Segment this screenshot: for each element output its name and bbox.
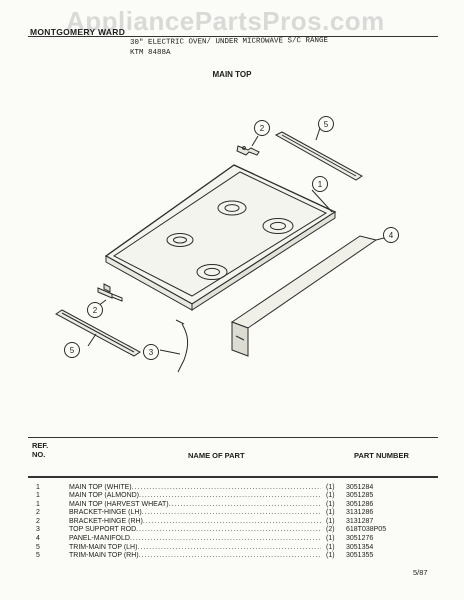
row-name: MAIN TOP (WHITE) <box>69 484 321 493</box>
row-part-number: 3051354 <box>346 543 374 551</box>
table-row: 3 TOP SUPPORT ROD(2) 618T038P05 <box>28 526 438 536</box>
manifold-panel-part <box>230 235 378 357</box>
row-name: TRIM-MAIN TOP (RH) <box>69 552 321 561</box>
callout-label-1: 1 <box>318 180 323 189</box>
table-header: REF. NO. NAME OF PART PART NUMBER <box>28 438 438 474</box>
section-title: MAIN TOP <box>212 70 252 79</box>
row-name: BRACKET-HINGE (LH) <box>69 509 321 518</box>
exploded-parts-diagram: 2 5 1 4 2 5 3 <box>55 116 399 373</box>
row-ref: 5 <box>36 552 40 560</box>
table-row: 1 MAIN TOP (ALMOND)(1) 3051285 <box>28 492 438 501</box>
callout-label-4: 4 <box>389 231 394 240</box>
page-number: 5/87 <box>413 568 428 577</box>
header-rule <box>28 36 438 37</box>
table-row: 2 BRACKET-HINGE (LH)(1) 3131286 <box>28 509 438 518</box>
callout-circle-2-left <box>87 302 103 318</box>
main-top-part <box>104 164 337 311</box>
table-row: 2 BRACKET-HINGE (RH)(1) 3131287 <box>28 517 438 527</box>
name-header: NAME OF PART <box>188 451 245 460</box>
table-row: 1 MAIN TOP (WHITE)(1) 3051284 <box>28 483 438 493</box>
table-row: 4 PANEL-MANIFOLD(1) 3051276 <box>28 535 438 544</box>
row-qty: (1) <box>324 552 335 561</box>
table-row: 5 TRIM-MAIN TOP (RH)(1) 3051355 <box>28 552 438 561</box>
row-name: TRIM-MAIN TOP (LH) <box>69 544 321 553</box>
row-qty: (1) <box>324 517 335 527</box>
table-header-rule <box>28 476 438 478</box>
callout-circle-2-top <box>254 120 270 136</box>
callout-label-2-left: 2 <box>93 306 98 315</box>
callout-circle-1 <box>312 176 328 192</box>
row-part-number: 3051284 <box>346 483 374 491</box>
row-qty: (1) <box>324 509 335 518</box>
row-ref: 3 <box>36 526 40 534</box>
callout-label-5-bottom: 5 <box>70 346 75 355</box>
part-number-header: PART NUMBER <box>354 451 409 460</box>
callout-circle-5-bottom <box>64 342 80 358</box>
row-name: PANEL-MANIFOLD <box>69 535 321 544</box>
watermark: AppliancePartsPros.com <box>66 6 385 36</box>
brand-header: MONTGOMERY WARD <box>30 27 126 37</box>
bottom-trim-part <box>55 309 141 357</box>
callout-label-3: 3 <box>149 348 154 357</box>
ref-header-line2: NO. <box>32 450 46 459</box>
row-ref: 2 <box>36 517 40 525</box>
row-ref: 5 <box>36 543 40 551</box>
row-name: MAIN TOP (HARVEST WHEAT) <box>69 501 321 510</box>
row-part-number: 618T038P05 <box>346 526 387 534</box>
table-row: 5 TRIM-MAIN TOP (LH)(1) 3051354 <box>28 543 438 553</box>
row-part-number: 3131286 <box>346 509 374 517</box>
row-name: MAIN TOP (ALMOND) <box>69 492 321 501</box>
row-ref: 4 <box>36 535 40 543</box>
row-qty: (1) <box>324 500 335 510</box>
row-ref: 1 <box>36 492 40 500</box>
model-number: KTM 8488A <box>130 49 171 57</box>
row-ref: 1 <box>36 500 40 508</box>
callout-circle-4 <box>383 227 399 243</box>
row-qty: (1) <box>324 492 335 501</box>
row-part-number: 3131287 <box>346 517 374 525</box>
top-bracket-part <box>236 145 260 156</box>
row-name: BRACKET-HINGE (RH) <box>69 518 321 527</box>
row-part-number: 3051285 <box>346 492 374 500</box>
table-top-rule <box>28 437 438 438</box>
row-qty: (1) <box>324 543 335 553</box>
support-rod-part <box>175 319 189 373</box>
callout-circle-3 <box>143 344 159 360</box>
callout-label-2-top: 2 <box>260 124 265 133</box>
callout-circle-5-top <box>318 116 334 132</box>
ref-header-line1: REF. <box>32 441 49 450</box>
left-bracket-part <box>97 283 123 302</box>
row-part-number: 3051355 <box>346 552 374 560</box>
row-qty: (1) <box>324 483 335 493</box>
table-row: 1 MAIN TOP (HARVEST WHEAT)(1) 3051286 <box>28 500 438 510</box>
row-part-number: 3051286 <box>346 500 374 508</box>
row-part-number: 3051276 <box>346 535 374 543</box>
model-description: 30" ELECTRIC OVEN/ UNDER MICROWAVE S/C R… <box>129 36 329 48</box>
row-name: TOP SUPPORT ROD <box>69 526 321 535</box>
row-ref: 2 <box>36 509 40 517</box>
row-qty: (2) <box>324 526 335 536</box>
callout-label-5-top: 5 <box>324 120 329 129</box>
row-qty: (1) <box>324 535 335 544</box>
top-trim-part <box>274 131 363 181</box>
ref-no-header: REF. NO. <box>32 441 48 459</box>
row-ref: 1 <box>36 483 40 491</box>
